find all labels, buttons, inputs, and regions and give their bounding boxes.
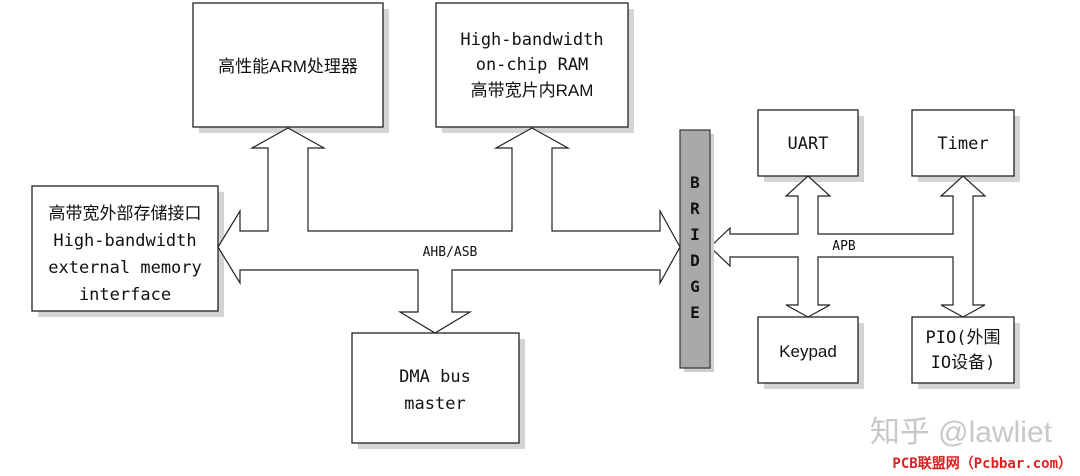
arm-label-line-1: 高性能ARM处理器 [218, 57, 358, 76]
keypad-label: Keypad [779, 342, 837, 361]
ram-label-line-3: 高带宽片内RAM [471, 81, 594, 100]
zhihu-watermark: 知乎 @lawliet [870, 416, 1053, 449]
block-arm-processor: 高性能ARM处理器 [192, 2, 389, 133]
bridge-letter-e: E [690, 303, 700, 322]
pio-label-line-1: PIO(外围 [926, 328, 1001, 348]
ext-label-line-4: interface [79, 285, 171, 305]
block-external-memory-interface: 高带宽外部存储接口 High-bandwidth external memory… [31, 185, 224, 317]
ram-label-line-1: High-bandwidth [460, 30, 603, 50]
ext-label-line-3: external memory [48, 258, 202, 278]
ahb-bus-label: AHB/ASB [423, 245, 478, 260]
bridge-letter-r: R [690, 199, 700, 218]
pio-label-line-2: IO设备) [931, 353, 996, 373]
apb-bus-label: APB [832, 239, 856, 254]
bridge: B R I D G E [679, 129, 714, 372]
uart-label: UART [788, 134, 829, 154]
block-keypad: Keypad [757, 316, 864, 389]
pcbbar-watermark: PCB联盟网（Pcbbar.com） [892, 456, 1072, 472]
block-uart: UART [757, 109, 864, 182]
block-timer: Timer [911, 109, 1020, 182]
apb-bus-arrow [709, 175, 987, 318]
block-pio: PIO(外围 IO设备) [911, 316, 1020, 389]
timer-label: Timer [937, 134, 988, 154]
bridge-letter-i: I [690, 225, 700, 244]
ext-label-line-2: High-bandwidth [53, 231, 196, 251]
ram-label-line-2: on-chip RAM [476, 55, 589, 75]
dma-label-line-1: DMA bus [399, 367, 471, 387]
block-onchip-ram: High-bandwidth on-chip RAM 高带宽片内RAM [435, 2, 634, 133]
ext-label-line-1: 高带宽外部存储接口 [49, 204, 202, 223]
block-dma-bus-master: DMA bus master [351, 332, 525, 449]
ahb-bus-arrow [217, 127, 681, 334]
bridge-letter-g: G [690, 277, 700, 296]
dma-label-line-2: master [404, 394, 465, 414]
bridge-letter-b: B [690, 173, 700, 192]
bridge-letter-d: D [690, 251, 700, 270]
